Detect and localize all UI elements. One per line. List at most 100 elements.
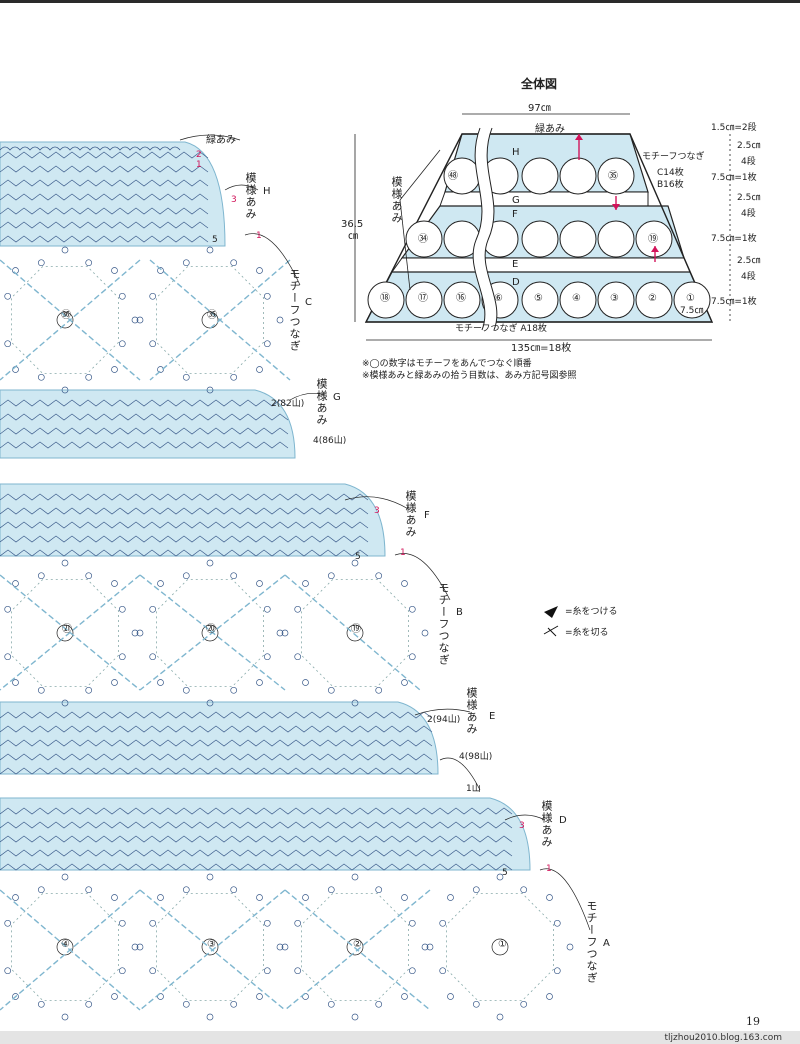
- motif-stitch: [263, 340, 271, 348]
- overview-count-c: C14枚: [657, 168, 684, 178]
- motif-stitch: [401, 580, 408, 587]
- overview-motif-circle: [635, 281, 673, 319]
- motif-stitch: [149, 919, 157, 927]
- row-mark-d3: 3: [519, 821, 525, 831]
- motif-stitch: [4, 653, 12, 661]
- motif-stitch: [182, 572, 190, 580]
- overview-row-g: G: [512, 195, 520, 206]
- leader-line: [399, 149, 441, 201]
- motif-stitch: [546, 894, 553, 901]
- motif-stitch: [118, 605, 126, 613]
- chart-motif-35: ㉟: [207, 310, 217, 321]
- leader-curve: [179, 134, 241, 141]
- motif-stitch: [157, 580, 164, 587]
- overview-row-f: F: [512, 209, 518, 220]
- motif-stitch: [118, 967, 126, 975]
- motif-stitch: [263, 605, 271, 613]
- row-mark-f3: 3: [374, 506, 380, 516]
- chart-pattern-f: 模様あみ: [404, 490, 417, 538]
- row-mark-f1: 1: [400, 548, 406, 558]
- motif-stitch: [206, 559, 214, 567]
- motif-stitch: [447, 993, 454, 1000]
- red-arrowhead: [651, 246, 659, 252]
- overview-motif-circle: [559, 220, 597, 258]
- overview-motif-circle: [635, 220, 673, 258]
- motif-stitch: [111, 267, 118, 274]
- motif-stitch: [472, 1000, 480, 1008]
- motif-stitch: [263, 653, 271, 661]
- motif-stitch: [230, 886, 238, 894]
- overview-motif-circle: [521, 220, 559, 258]
- motif-stitch: [61, 873, 69, 881]
- motif-stitch: [276, 316, 284, 324]
- motif-stitch: [302, 894, 309, 901]
- chart-pattern-d: 模様あみ: [540, 800, 553, 848]
- overview-motif-circle: [597, 157, 635, 195]
- overview-motif-48: ㊽: [448, 171, 458, 182]
- chart-motif-c: モチーフつなぎ: [288, 268, 301, 352]
- motif-stitch: [408, 653, 416, 661]
- motif-stitch: [421, 943, 429, 951]
- pattern-stitch-row: [0, 725, 433, 733]
- chart-edge-label: 緑あみ: [206, 135, 236, 146]
- motif-stitch: [566, 943, 574, 951]
- motif-stitch: [327, 686, 335, 694]
- chart-letter-f: F: [424, 510, 430, 521]
- pattern-band: [0, 797, 531, 871]
- connector-line: [139, 889, 286, 1011]
- motif-stitch: [149, 340, 157, 348]
- motif-stitch: [37, 259, 45, 267]
- motif-stitch: [294, 605, 302, 613]
- chart-letter-c: C: [305, 297, 312, 308]
- pattern-band: [0, 141, 226, 247]
- dim-5: 2.5㎝: [737, 193, 761, 203]
- dim-3: 4段: [741, 157, 756, 167]
- motif-stitch: [37, 686, 45, 694]
- top-edge: [0, 0, 800, 3]
- red-arrowhead: [575, 134, 583, 140]
- motif-stitch: [439, 919, 447, 927]
- pattern-stitch-row: [0, 849, 513, 857]
- overview-side-label: 模様あみ: [390, 176, 403, 224]
- motif-stitch: [61, 559, 69, 567]
- pattern-stitch-row: [0, 151, 209, 159]
- overview-motif-circle: [443, 281, 481, 319]
- overview-motif-size: 7.5㎝: [680, 306, 704, 316]
- pattern-stitch-row: [0, 711, 433, 719]
- chart-motif-4: ④: [61, 939, 70, 950]
- overview-motif-circle: [367, 281, 405, 319]
- chart-letter-b: B: [456, 607, 463, 618]
- pattern-stitch-row: [0, 767, 433, 775]
- row-mark-h3: 3: [231, 195, 237, 205]
- cut-yarn-icon: [543, 625, 559, 637]
- pattern-stitch-row: [0, 493, 369, 501]
- motif-stitch: [375, 886, 383, 894]
- pattern-stitch-row: [0, 753, 433, 761]
- overview-count-b: B16枚: [657, 180, 684, 190]
- overview-edge-label: 緑あみ: [535, 124, 565, 135]
- motif-center: [56, 311, 74, 329]
- overview-bottom-motif-label: ①: [686, 293, 695, 304]
- chart-motif-20: ⑳: [206, 624, 216, 635]
- motif-stitch: [401, 894, 408, 901]
- row-mark-g4: 4(86山): [313, 436, 347, 446]
- overview-motif-circle: [521, 281, 559, 319]
- pattern-stitch-row: [0, 179, 209, 187]
- chart-letter-a: A: [603, 938, 610, 949]
- pattern-stitch-row: [0, 835, 513, 843]
- pattern-stitch-row: [0, 863, 513, 871]
- chart-letter-e: E: [489, 711, 496, 722]
- motif-stitch: [263, 292, 271, 300]
- overview-title: 全体図: [521, 77, 558, 91]
- motif-stitch: [553, 919, 561, 927]
- motif-stitch: [302, 993, 309, 1000]
- motif-stitch: [546, 993, 553, 1000]
- row-mark-h2: 2: [196, 150, 202, 160]
- overview-bottom-motif-label: ⑰: [418, 293, 428, 304]
- motif-stitch: [61, 246, 69, 254]
- overview-break-line: [484, 127, 498, 331]
- motif-outline: [300, 893, 410, 1001]
- motif-stitch: [157, 267, 164, 274]
- dim-10: 7.5㎝=1枚: [711, 297, 757, 307]
- motif-stitch: [375, 1000, 383, 1008]
